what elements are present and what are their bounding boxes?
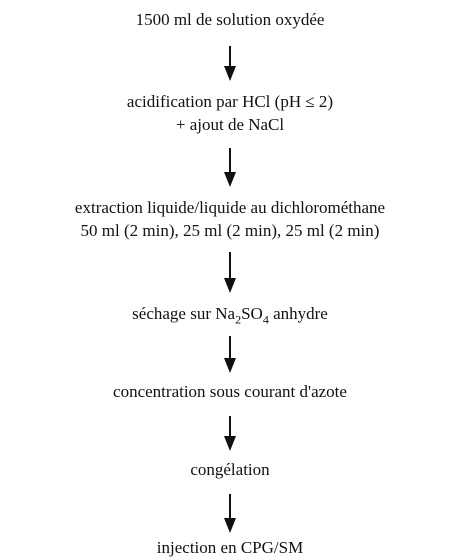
arrow-down-icon: [222, 252, 238, 294]
step-injection-text: injection en CPG/SM: [156, 538, 304, 557]
step-solution: 1500 ml de solution oxydée: [0, 8, 460, 31]
arrow-down-icon: [222, 46, 238, 82]
arrow-down-icon: [222, 416, 238, 452]
step-extraction-line-2: 50 ml (2 min), 25 ml (2 min), 25 ml (2 m…: [80, 221, 380, 240]
step-sechage: séchage sur Na2SO4 anhydre: [0, 302, 460, 331]
step-acidification-line-2: + ajout de NaCl: [175, 115, 285, 134]
step-acidification-line-1: acidification par HCl (pH ≤ 2): [126, 92, 334, 111]
arrow-down-icon: [222, 148, 238, 188]
step-concentration-text: concentration sous courant d'azote: [113, 382, 347, 401]
step-congelation-text: congélation: [190, 460, 270, 479]
step-extraction-line-1: extraction liquide/liquide au dichloromé…: [74, 198, 386, 217]
step-injection: injection en CPG/SM: [0, 536, 460, 559]
step-sechage-text: séchage sur Na2SO4 anhydre: [132, 304, 328, 327]
step-congelation: congélation: [0, 458, 460, 481]
arrow-down-icon: [222, 494, 238, 534]
arrow-down-icon: [222, 336, 238, 374]
step-solution-text: 1500 ml de solution oxydée: [135, 10, 325, 29]
step-extraction: extraction liquide/liquide au dichloromé…: [0, 196, 460, 242]
step-concentration: concentration sous courant d'azote: [0, 380, 460, 403]
step-acidification: acidification par HCl (pH ≤ 2) + ajout d…: [0, 90, 460, 136]
